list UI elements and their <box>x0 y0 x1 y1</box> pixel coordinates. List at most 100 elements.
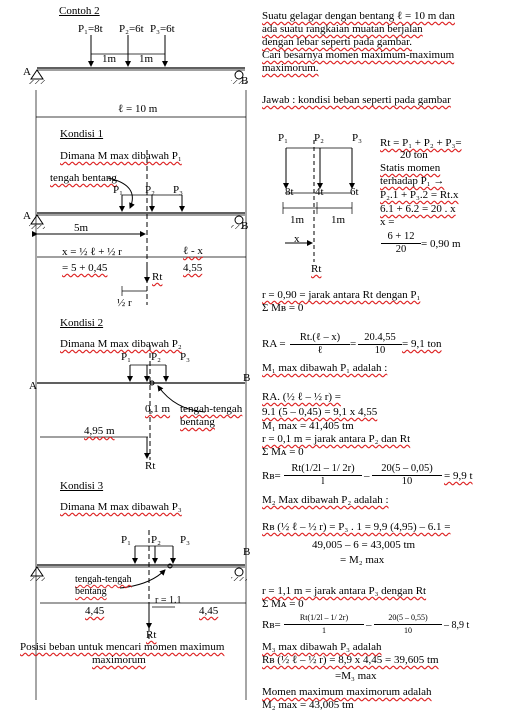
ra-lhs: RA = <box>262 338 286 350</box>
dim-1m-a: 1m <box>102 53 117 65</box>
m1-calc: 9.1 (5 – 0,45) = 9,1 x 4,55 <box>262 406 378 418</box>
d-6t: 6t <box>350 186 359 198</box>
rb-frac-1: Rt(1/2l – 1/ 2r) l <box>284 463 362 488</box>
final-2: M₂ max = 43,005 tm <box>262 699 354 711</box>
k1-p1: P₁ <box>113 184 123 196</box>
ra-frac-2: 20.4,55 10 <box>358 332 402 357</box>
k2-center-2: bentang <box>180 416 215 428</box>
load-diagram-right <box>282 140 355 262</box>
x-result: = 0,90 m <box>421 238 461 250</box>
rb-line-3: = M₂ max <box>340 554 385 566</box>
ra-eq: = <box>350 338 357 350</box>
k2-b-label: B <box>243 372 251 384</box>
x-den: 20 <box>395 244 407 255</box>
sum-ma-2: Σ Mᴀ = 0 <box>262 598 304 610</box>
k3-center-2: bentang <box>75 586 107 597</box>
terhadap: terhadap P₁ → <box>380 175 445 187</box>
d-1m-a: 1m <box>290 214 305 226</box>
sum-mb: Σ Mʙ = 0 <box>262 302 304 314</box>
k1-b-label: B <box>241 220 249 232</box>
rb3-f2-den: 10 <box>404 626 412 635</box>
x-num: 6 + 12 <box>381 231 421 244</box>
sum-ma: Σ Mᴀ = 0 <box>262 446 304 458</box>
ra-frac-1: Rt.(ℓ – x) ℓ <box>290 332 350 357</box>
k1-p2: P₂ <box>145 184 155 196</box>
load-p1: P₁=8t <box>78 23 103 35</box>
caption-line-1: Posisi beban untuk mencari momen maximum <box>20 641 225 653</box>
rb-frac-2: 20(5 – 0,05) 10 <box>372 463 442 488</box>
rb-line-1: Rʙ (½ ℓ – ½ r) = P₃ . 1 = 9,9 (4,95) – 6… <box>262 521 451 533</box>
beam-top <box>29 35 247 700</box>
r2-line: r = 0,1 m = jarak antara P₂ dan Rt <box>262 433 411 445</box>
k3-p2: P₂ <box>151 534 161 546</box>
intro-1: Suatu gelagar dengan bentang ℓ = 10 m da… <box>262 10 455 22</box>
m1-max: M₁ max = 41,405 tm <box>262 420 354 432</box>
rt-20: 20 ton <box>400 149 428 161</box>
x-fraction: 6 + 12 20 <box>381 231 421 256</box>
ra-f2-num: 20.4,55 <box>358 332 402 345</box>
x-eq: x = <box>380 216 395 228</box>
d-1m-b: 1m <box>331 214 346 226</box>
rb3-f1-den: 1 <box>322 626 326 635</box>
intro-3: dengan lebar seperti pada gambar. <box>262 36 412 48</box>
rb3-frac-2: 20(5 – 0,55) 10 <box>374 612 442 637</box>
m1-text: M₁ max dibawah P₁ adalah : <box>262 362 388 374</box>
ra-line: RA. (½ ℓ – ½ r) = <box>262 391 341 403</box>
k3-445-left: 4,45 <box>85 605 105 617</box>
k3-center-1: tengah-tengah <box>75 574 132 585</box>
k1-lx: ℓ - x <box>183 245 203 257</box>
k2-p1: P₁ <box>121 351 131 363</box>
k2-495: 4,95 m <box>84 425 115 437</box>
d-p2: P₂ <box>314 132 324 144</box>
span-label: ℓ = 10 m <box>118 103 158 115</box>
rb-f1-num: Rt(1/2l – 1/ 2r) <box>284 463 362 476</box>
k2-center-1: tengah-tengah <box>180 403 243 415</box>
rb3-result: – 8,9 t <box>444 620 470 631</box>
beam-k1 <box>29 150 247 305</box>
jawab: Jawab : kondisi beban seperti pada gamba… <box>262 94 451 106</box>
k2-desc: Dimana M max dibawah P₂ <box>60 338 182 350</box>
final-1: Momen maximum maximorum adalah <box>262 686 432 698</box>
ra-f2-den: 10 <box>374 345 386 356</box>
k1-x-eq: x = ½ ℓ + ½ r <box>62 246 122 258</box>
intro-5: maximorum. <box>262 62 319 74</box>
rt-eq: Rt = P₁ + P₂ + P₃= <box>380 137 462 149</box>
d-rt: Rt <box>311 263 322 275</box>
k1-rt: Rt <box>152 271 163 283</box>
k1-a-label: A <box>23 210 31 222</box>
k2-p2: P₂ <box>151 351 161 363</box>
rb-f2-num: 20(5 – 0,05) <box>372 463 442 476</box>
p2p3-eq: P₂.1 + P₃.2 = Rt.x <box>380 189 459 201</box>
caption-line-2: maximorum <box>92 654 146 666</box>
k3-r: r = 1.1 <box>155 595 182 606</box>
k3-445-right: 4,45 <box>199 605 219 617</box>
k1-x-val: = 5 + 0,45 <box>62 262 108 274</box>
k3-title: Kondisi 3 <box>60 480 104 492</box>
k3-b-label: B <box>243 546 251 558</box>
ra-f1-num: Rt.(ℓ – x) <box>290 332 350 345</box>
k2-title: Kondisi 2 <box>60 317 104 329</box>
k3-p3: P₃ <box>180 534 190 546</box>
m3-text: M₃ max dibawah P₃ adalah <box>262 641 382 653</box>
rb-lhs: Rʙ= <box>262 470 281 482</box>
k3-rt: Rt <box>146 629 157 641</box>
rb3-lhs: Rʙ= <box>262 619 281 631</box>
rb-line-2: 49,005 – 6 = 43,005 tm <box>312 539 416 551</box>
load-p2: P₂=6t <box>119 23 144 35</box>
k2-a-label: A <box>29 380 37 392</box>
k3-desc: Dimana M max dibawah P₃ <box>60 501 182 513</box>
m3-calc: Rʙ (½ ℓ – ½ r) = 8,9 x 4,45 = 39,605 tm <box>262 654 439 666</box>
k2-rt: Rt <box>145 460 156 472</box>
r3-line: r = 1,1 m = jarak antara P₃ dengan Rt <box>262 585 427 597</box>
rb-f1-den: l <box>321 476 325 487</box>
support-b-label: B <box>241 75 249 87</box>
k2-p3: P₃ <box>180 351 190 363</box>
k1-title: Kondisi 1 <box>60 128 104 140</box>
support-a-label: A <box>23 66 31 78</box>
r-line: r = 0,90 = jarak antara Rt dengan P₁ <box>262 289 421 301</box>
beam-k3 <box>29 530 247 640</box>
k1-half-r: ½ r <box>117 297 132 309</box>
beam-k2 <box>37 345 245 460</box>
